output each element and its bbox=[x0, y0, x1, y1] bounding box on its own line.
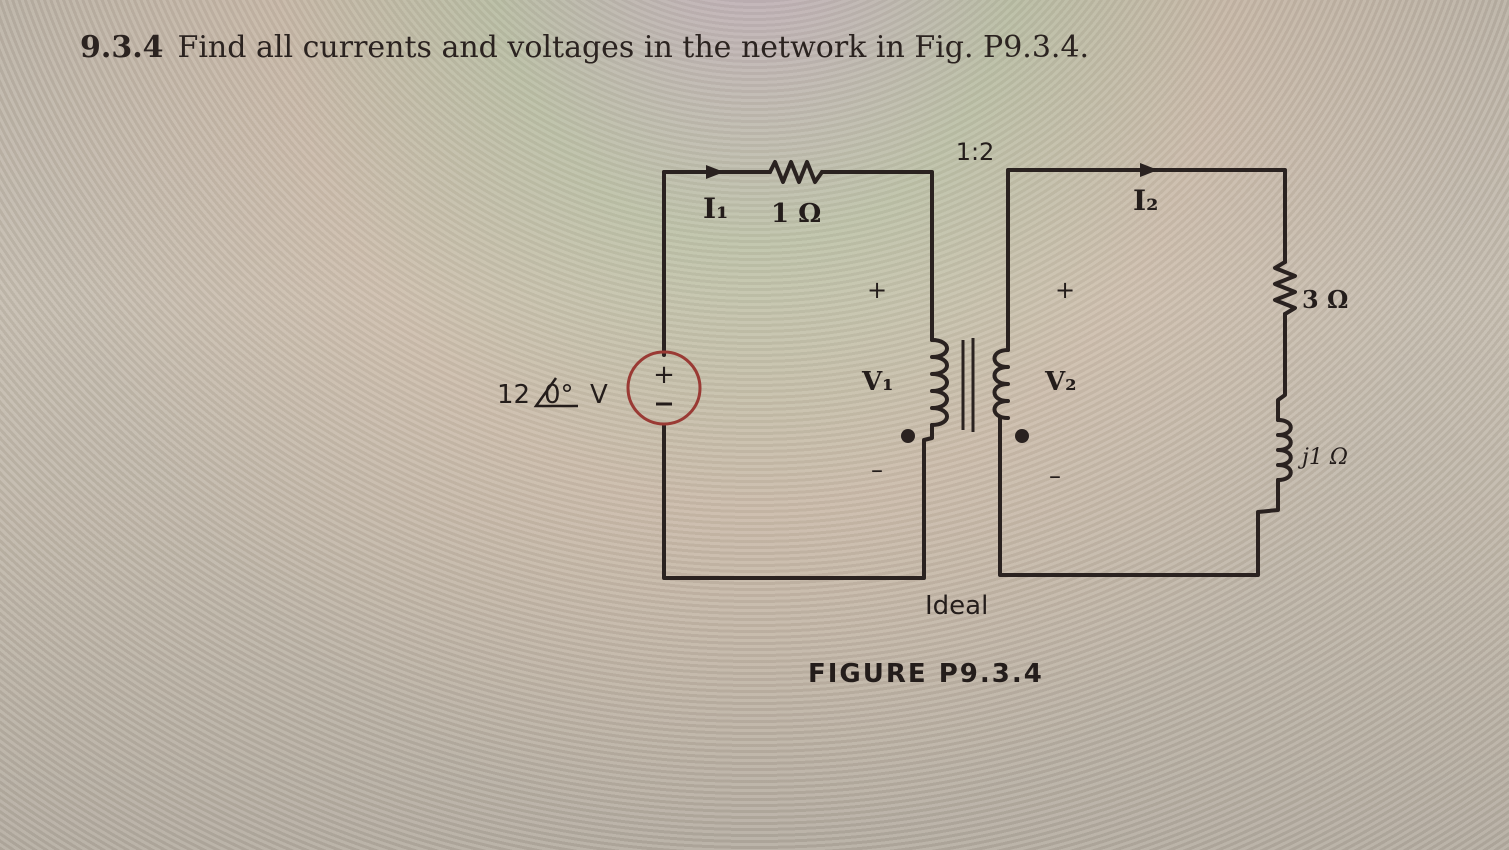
resistor-3-label: 3 Ω bbox=[1302, 285, 1348, 314]
inductor-j1 bbox=[1276, 418, 1293, 482]
i2-arrow bbox=[1140, 163, 1158, 177]
figure-caption: FIGURE P9.3.4 bbox=[808, 659, 1044, 689]
source-plus-sign: + bbox=[653, 360, 675, 390]
ideal-label: Ideal bbox=[925, 591, 988, 621]
v1-plus-label: + bbox=[867, 276, 887, 304]
v2-plus-label: + bbox=[1055, 276, 1075, 304]
v2-minus-label: – bbox=[1049, 462, 1061, 490]
problem-number: 9.3.4 bbox=[80, 30, 164, 65]
i1-arrow bbox=[706, 165, 724, 179]
v2-label: V₂ bbox=[1044, 367, 1077, 397]
primary-dot bbox=[901, 429, 915, 443]
v1-label: V₁ bbox=[861, 367, 894, 397]
angle-symbol bbox=[533, 377, 578, 408]
i2-label: I₂ bbox=[1133, 184, 1158, 217]
resistor-1-ohm bbox=[768, 160, 824, 184]
secondary-right-wire-mid bbox=[1276, 312, 1287, 422]
i1-label: I₁ bbox=[703, 192, 728, 225]
secondary-coil bbox=[992, 348, 1010, 420]
primary-coil bbox=[930, 338, 949, 427]
turns-ratio-label: 1:2 bbox=[956, 138, 995, 166]
voltage-source-icon bbox=[626, 350, 702, 426]
inductor-label: j1 Ω bbox=[1297, 445, 1348, 470]
resistor-1-label: 1 Ω bbox=[771, 199, 821, 229]
secondary-bottom-wire bbox=[998, 416, 1280, 577]
secondary-dot bbox=[1015, 429, 1029, 443]
resistor-3-ohm bbox=[1273, 260, 1297, 316]
problem-text: Find all currents and voltages in the ne… bbox=[177, 30, 1090, 65]
problem-statement: 9.3.4 Find all currents and voltages in t… bbox=[80, 30, 1089, 65]
source-unit-label: V bbox=[590, 380, 608, 410]
source-value-label: 12 bbox=[497, 380, 530, 410]
primary-top-wire-right bbox=[820, 170, 934, 342]
primary-right-wire-lower bbox=[662, 423, 934, 580]
v1-minus-label: – bbox=[871, 456, 883, 484]
